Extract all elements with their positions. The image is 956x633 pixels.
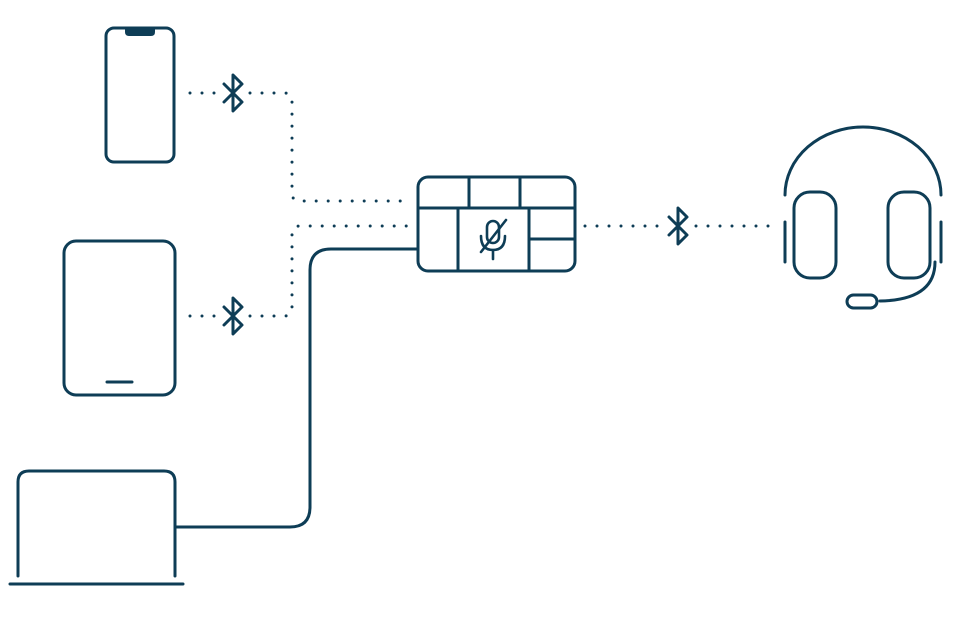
bluetooth-icon <box>222 296 244 336</box>
phone-bluetooth-link <box>188 91 412 203</box>
microphone-mute-icon <box>479 218 508 261</box>
laptop-usb-cable <box>173 247 420 529</box>
keypad-icon <box>416 175 577 273</box>
bluetooth-icon <box>667 206 689 246</box>
headset-icon <box>783 125 943 310</box>
tablet-bluetooth-link <box>188 224 412 318</box>
tablet-icon <box>62 239 177 397</box>
bluetooth-icon <box>222 73 244 113</box>
smartphone-icon <box>104 26 176 164</box>
laptop-icon <box>8 469 185 586</box>
